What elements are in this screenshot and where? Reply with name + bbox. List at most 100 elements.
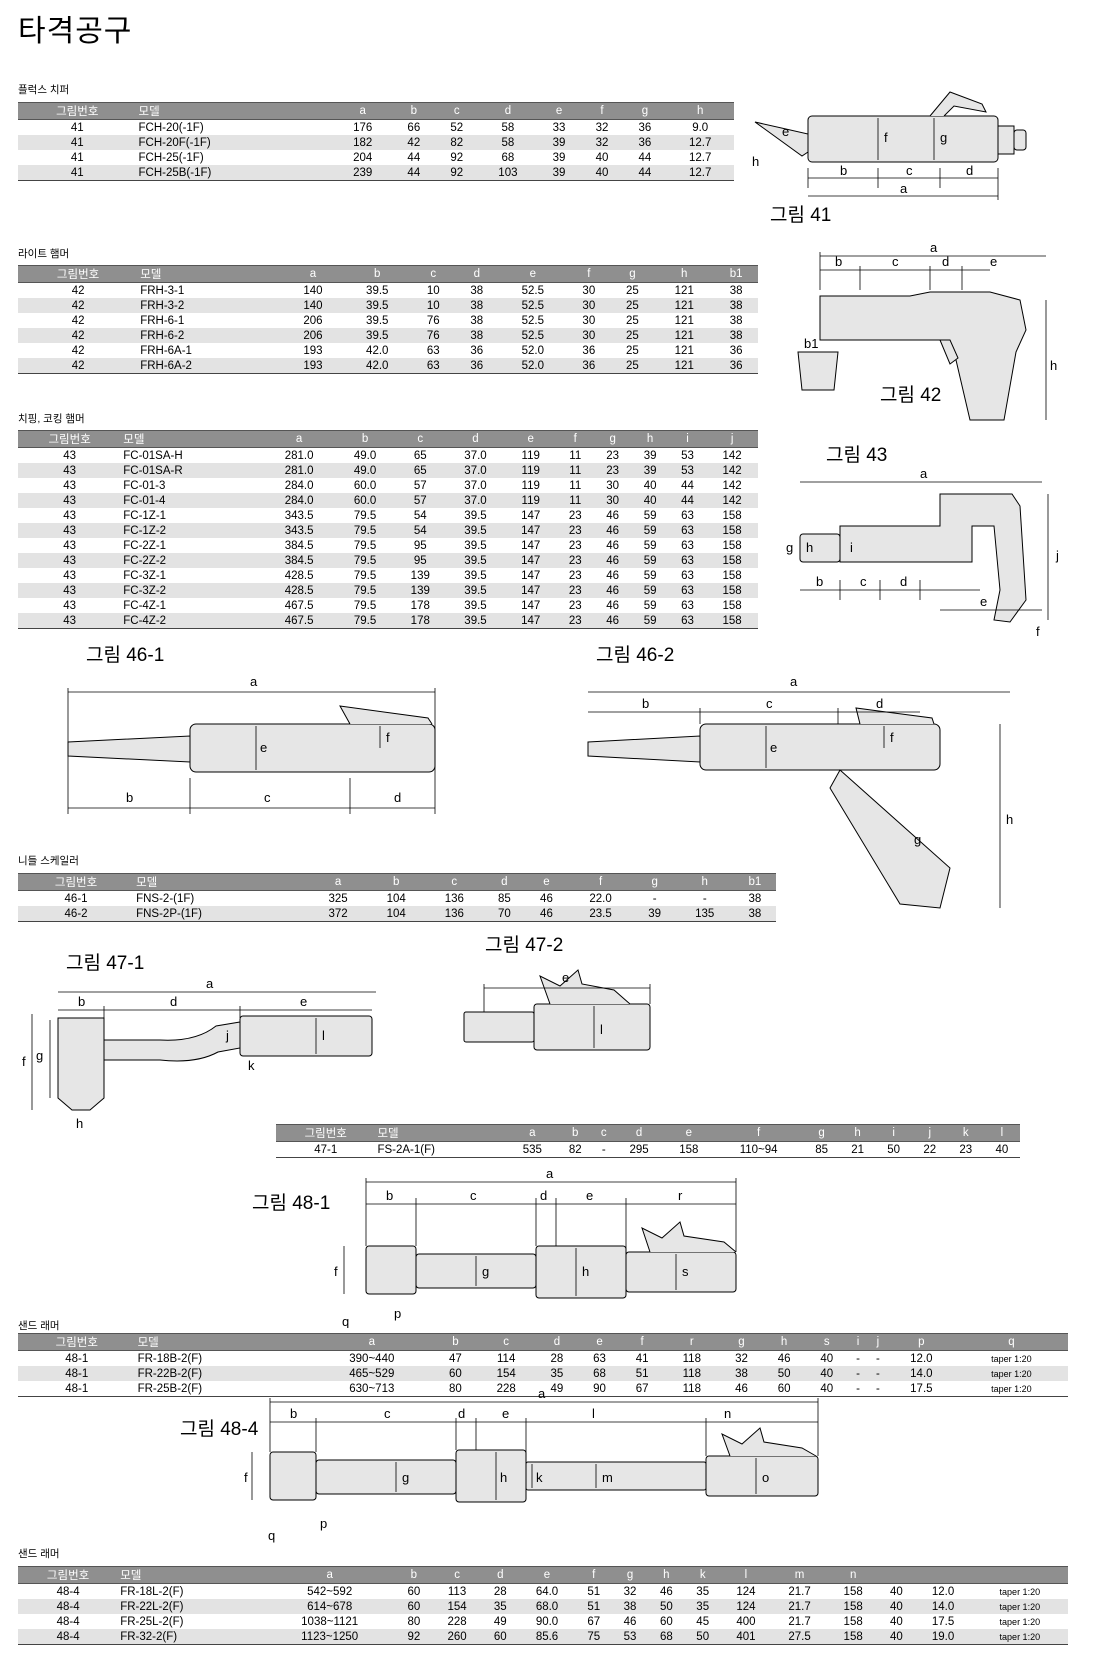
table-cell: 44: [668, 493, 707, 508]
table-cell: 40: [983, 1141, 1020, 1158]
svg-text:d: d: [540, 1188, 547, 1203]
table-cell: FRH-6A-1: [140, 344, 192, 357]
table-cell: 118: [663, 1381, 721, 1397]
svg-text:f: f: [890, 730, 894, 745]
fig47-2-drawing: el: [463, 969, 651, 1051]
table-cell: 60: [434, 1366, 477, 1381]
table-cell: 63: [681, 509, 694, 522]
svg-text:h: h: [1050, 358, 1057, 373]
table-cell: 11: [556, 463, 594, 478]
table-cell: 12.7: [666, 165, 734, 181]
svg-text:m: m: [602, 1470, 613, 1485]
table-cell: 40: [643, 479, 657, 492]
table-cell: 36: [623, 135, 667, 150]
column-header: i: [668, 430, 707, 448]
table-cell: 121: [654, 328, 715, 343]
table-cell: 64.0: [535, 1585, 559, 1598]
table-cell: 80: [434, 1381, 477, 1397]
table-cell: 92: [395, 1629, 432, 1645]
table-cell: 43: [18, 613, 122, 629]
table-cell: 206: [303, 314, 323, 327]
table-cell: 48-4: [18, 1599, 119, 1614]
table-cell: 119: [504, 463, 557, 478]
svg-text:q: q: [268, 1528, 275, 1543]
table-cell: 41: [70, 151, 84, 164]
table-cell: FC-3Z-1: [123, 569, 167, 582]
table-cell: 39.5: [343, 328, 412, 343]
table-cell: 27.5: [771, 1629, 829, 1645]
column-header: 그림번호: [18, 1333, 136, 1351]
table-cell: 281.0: [262, 463, 336, 478]
table-cell: 284.0: [262, 493, 336, 508]
table-cell: 36: [470, 344, 484, 357]
table-cell: 23: [568, 539, 582, 552]
table-cell: 124: [736, 1585, 756, 1598]
table-cell: 48-1: [18, 1366, 136, 1381]
column-header: c: [476, 1333, 536, 1351]
table-cell: 39: [633, 906, 676, 922]
table-cell: 46: [593, 583, 632, 598]
column-header: h: [839, 1124, 876, 1142]
svg-text:e: e: [770, 740, 777, 755]
svg-text:g: g: [482, 1264, 489, 1279]
table-cell: 54: [394, 523, 447, 538]
table-cell: 40: [820, 1352, 834, 1365]
table-cell: 46: [593, 613, 632, 629]
table-cell: 281.0: [284, 449, 314, 462]
table-cell: 43: [18, 463, 122, 478]
dim-c: c: [906, 163, 913, 178]
table-cell: 43: [63, 479, 77, 492]
table-cell: 30: [582, 284, 596, 297]
page-title: 타격공구: [18, 15, 133, 48]
table-cell: 30: [606, 479, 620, 492]
svg-text:d: d: [942, 254, 949, 269]
table-cell: 95: [394, 553, 447, 568]
table-cell: 12.0: [910, 1352, 933, 1365]
table-cell: 65: [394, 463, 447, 478]
table-cell: 49: [493, 1615, 507, 1628]
table-cell: 47: [449, 1352, 462, 1365]
column-header: c: [432, 1566, 483, 1584]
table-cell: 23: [568, 509, 582, 522]
table-cell: 118: [663, 1366, 721, 1381]
table-cell: 103: [478, 165, 538, 181]
table-cell: 59: [643, 569, 657, 582]
svg-text:f: f: [1036, 624, 1040, 639]
svg-text:l: l: [600, 1022, 603, 1037]
column-header: c: [593, 1124, 615, 1142]
svg-text:h: h: [1006, 812, 1013, 827]
table-cell: FR-25L-2(F): [120, 1615, 184, 1628]
table-cell: 52.5: [498, 298, 568, 313]
table-cell: 58: [501, 121, 515, 134]
column-header: i: [875, 1124, 912, 1142]
table-cell: 46: [720, 1381, 763, 1397]
table-cell: 23: [556, 553, 594, 568]
table-cell: 39: [537, 165, 581, 181]
table-cell: 90: [578, 1381, 621, 1397]
table-cell: 60.0: [353, 479, 377, 492]
table-cell: 158: [828, 1599, 879, 1614]
column-header: c: [425, 873, 484, 891]
column-header: h: [675, 873, 734, 891]
table-cell: 49: [535, 1381, 579, 1397]
table-cell: 53: [611, 1629, 649, 1645]
table-cell: 60.0: [335, 493, 395, 508]
table-cell: 176: [353, 121, 373, 134]
table-cell: 178: [410, 599, 430, 612]
svg-text:a: a: [920, 470, 928, 481]
table-cell: 228: [447, 1615, 467, 1628]
table-cell: 46: [659, 1585, 673, 1598]
table-cell: 82: [435, 135, 479, 150]
section-label-chipping: 치핑, 코킹 햄머: [18, 413, 85, 425]
table-cell: 614~678: [263, 1599, 396, 1614]
table-cell: 52.5: [521, 314, 545, 327]
table-cell: 43: [63, 539, 77, 552]
